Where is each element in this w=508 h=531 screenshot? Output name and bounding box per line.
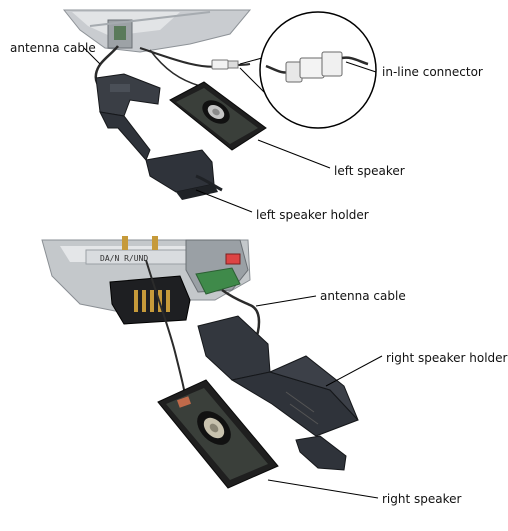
leader-left-speaker-holder — [195, 189, 253, 213]
leader-antenna-cable-bottom — [255, 295, 317, 307]
bottom-connector-block — [109, 275, 191, 325]
leader-left-speaker — [257, 139, 331, 169]
inline-connector-small — [211, 59, 239, 70]
leader-antenna-cable-top — [83, 47, 101, 65]
board-label: DA/N R/UND — [100, 254, 148, 263]
top-chassis — [62, 9, 252, 53]
label-antenna-cable-top: antenna cable — [10, 41, 96, 55]
label-left-speaker-holder: left speaker holder — [256, 208, 369, 222]
antenna-cable-bottom — [221, 288, 261, 345]
leader-right-speaker-holder — [325, 355, 383, 387]
leader-lines — [83, 47, 383, 499]
right-speaker-holder — [197, 315, 359, 471]
left-speaker-holder — [95, 73, 223, 200]
label-antenna-cable-bottom: antenna cable — [320, 289, 406, 303]
label-right-speaker: right speaker — [382, 492, 462, 506]
leader-inline-connector — [345, 61, 377, 73]
label-inline-connector: in-line connector — [382, 65, 483, 79]
label-right-speaker-holder: right speaker holder — [386, 351, 508, 365]
label-left-speaker: left speaker — [334, 164, 405, 178]
left-speaker — [169, 81, 267, 151]
inline-connector-magnified — [239, 11, 377, 129]
pcb-board — [185, 239, 249, 295]
leader-right-speaker — [267, 479, 379, 499]
right-speaker — [157, 379, 279, 489]
